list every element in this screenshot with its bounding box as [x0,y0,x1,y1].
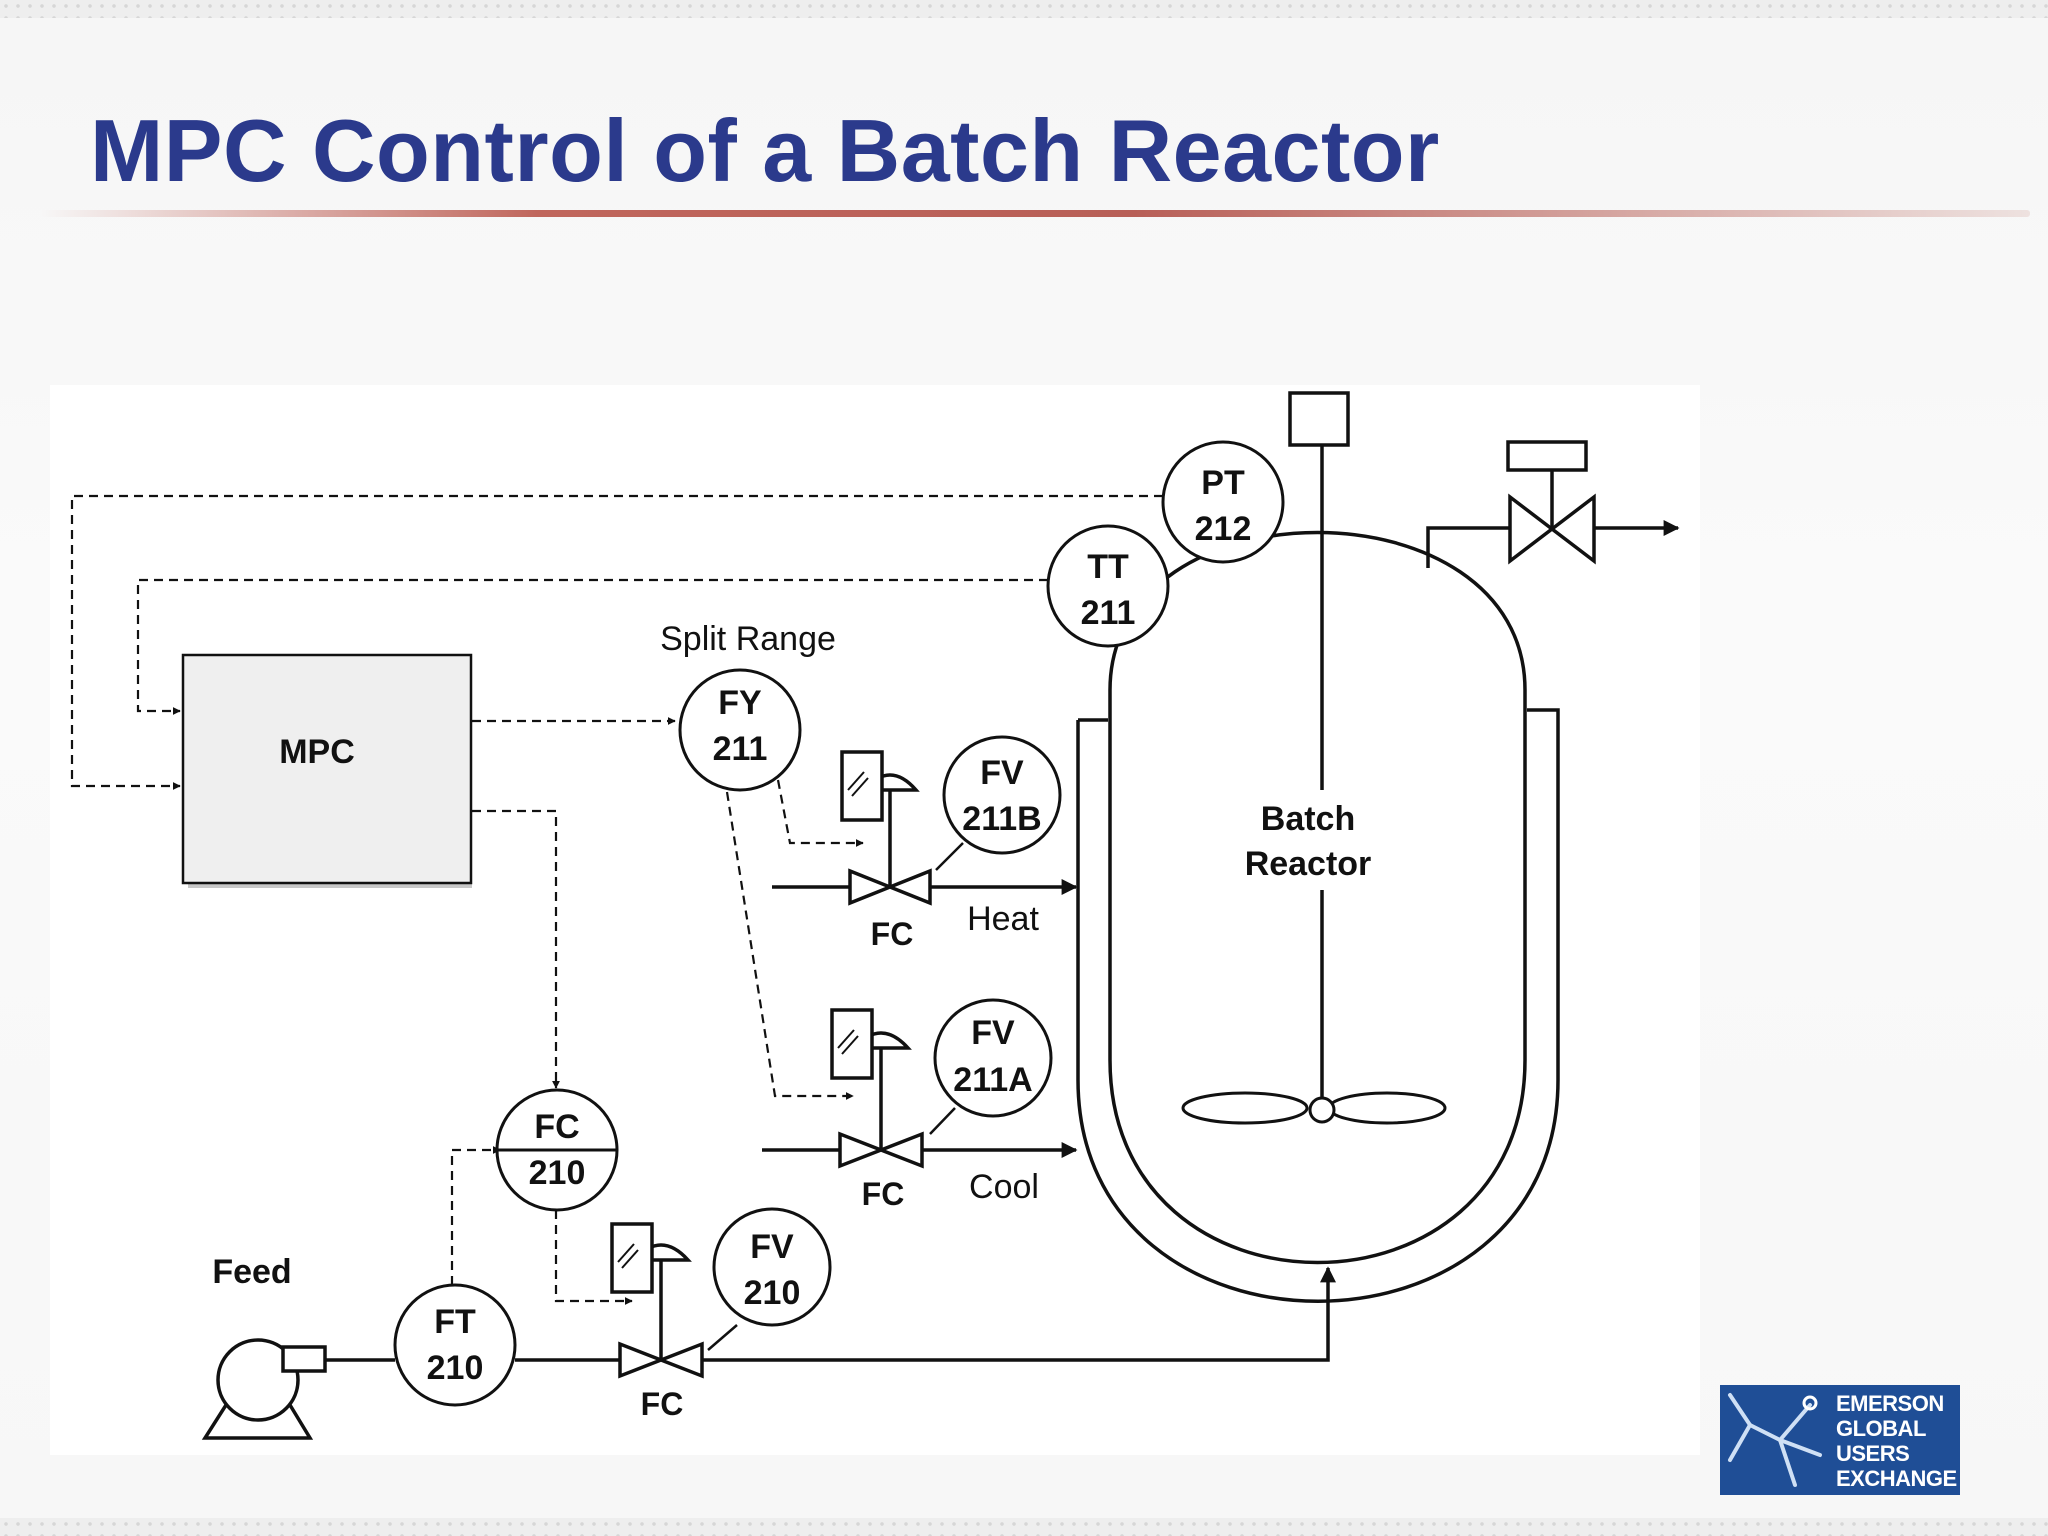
fv211b-tag: FV [980,754,1024,792]
fv211b-number: 211B [962,800,1041,838]
batch-reactor [1076,391,1560,1303]
signal-tt211-mpc [136,578,1048,715]
vent-valve-actuator [1506,440,1588,472]
signal-fy211-fv211a [725,791,854,1100]
signal-lines [70,494,1163,1305]
fv211b-fail-closed: FC [871,916,914,952]
fy211-tag: FY [718,684,762,722]
agitator-motor [1288,391,1350,447]
ft210-tag: FT [434,1303,476,1341]
feed-pump [201,1338,327,1440]
top-dot-border [0,0,2048,18]
instrument-pt212 [1161,440,1285,564]
slide-title: MPC Control of a Batch Reactor [90,101,1440,200]
fv211a-number: 211A [953,1061,1032,1099]
vent-line [1426,440,1680,568]
emerson-logo [1720,1385,1960,1495]
fc210-tag: FC [534,1108,579,1146]
instrument-fv210 [712,1207,832,1327]
signal-pt212-mpc [70,494,1163,790]
logo-text-line3: USERS [1836,1441,1910,1466]
fv211a-fail-closed: FC [862,1176,905,1212]
instrument-leaders [707,842,964,1351]
logo-text-line1: EMERSON [1836,1391,1944,1416]
tt211-tag: TT [1087,548,1129,586]
signal-mpc-fc210 [472,809,560,1089]
fv210-fail-closed: FC [641,1386,684,1422]
fv210-tag: FV [750,1228,794,1266]
instrument-fv211a [933,998,1053,1118]
heat-label: Heat [967,900,1039,938]
reactor-label-line1: Batch [1261,800,1355,838]
fc210-number: 210 [529,1154,586,1192]
signal-fy211-fv211b [776,779,864,847]
control-valve-fv211b [840,750,932,906]
reactor-vessel [1108,530,1527,1265]
mpc-label: MPC [279,733,355,771]
instrument-tt211 [1046,524,1170,648]
logo-text-line4: EXCHANGE [1836,1466,1957,1491]
network-icon [1728,1393,1822,1487]
fv210-number: 210 [744,1274,801,1312]
reactor-label-backing [1232,790,1412,890]
tt211-number: 211 [1081,594,1136,632]
reactor-label-line2: Reactor [1245,845,1372,883]
cool-label: Cool [969,1168,1039,1206]
signal-fc210-fv210 [554,1210,633,1305]
agitator-impeller [1181,1091,1447,1125]
feed-line [325,1268,1328,1362]
instrument-fv211b [942,735,1062,855]
instrument-fy211 [678,668,802,792]
bottom-dot-border [0,1518,2048,1536]
control-valve-fv211a [830,1008,924,1169]
mpc-block: MPC [181,653,473,888]
feed-label: Feed [212,1253,291,1291]
pt212-tag: PT [1201,464,1245,502]
pt212-number: 212 [1195,510,1252,548]
diagram-panel [50,385,1700,1455]
title-underline [40,210,2030,217]
instrument-fc210 [495,1088,619,1212]
fy211-number: 211 [713,730,768,768]
fv211a-tag: FV [971,1014,1015,1052]
instrument-ft210 [393,1283,517,1407]
control-valve-fv210 [610,1222,704,1379]
signal-ft210-fc210 [450,1146,501,1285]
process-lines [325,887,1328,1362]
logo-text-line2: GLOBAL [1836,1416,1926,1441]
ft210-number: 210 [427,1349,484,1387]
split-range-label: Split Range [660,620,836,658]
